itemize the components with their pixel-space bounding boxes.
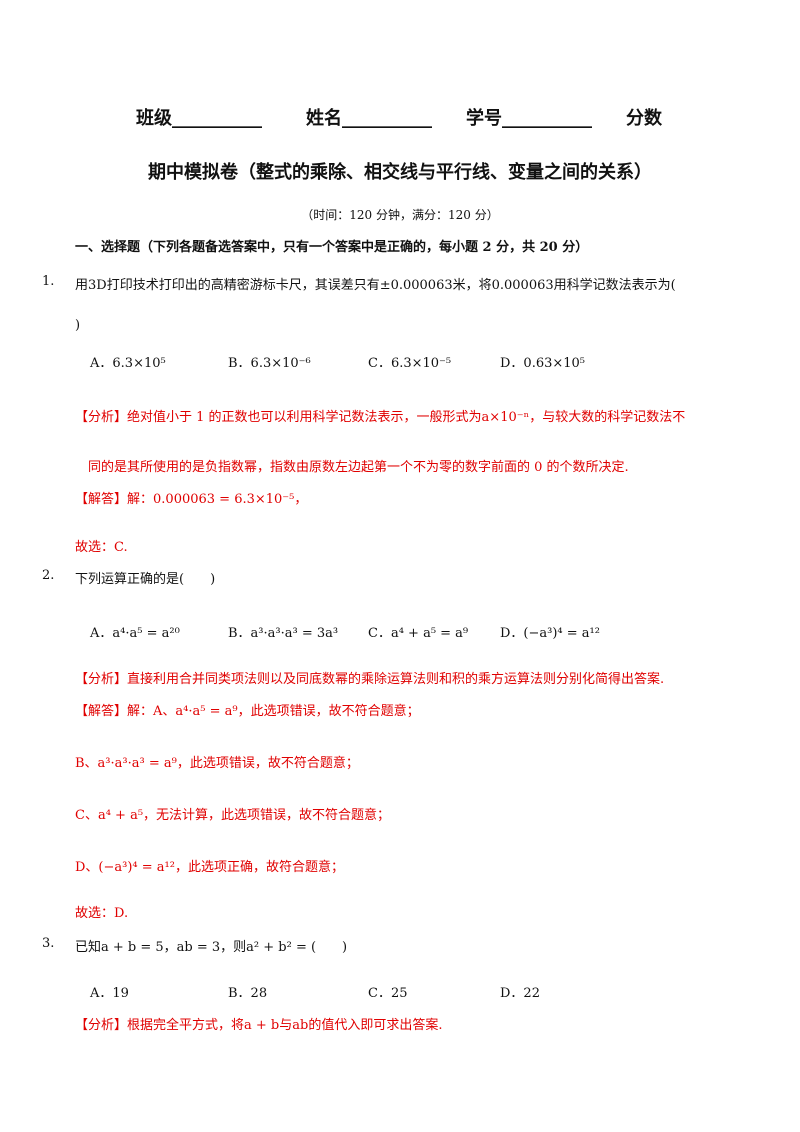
q1-number: 1.: [42, 274, 55, 289]
q2-answer-a: 【解答】解：A、a⁴·a⁵ = a⁹，此选项错误，故不符合题意；: [75, 700, 420, 719]
name-label: 姓名__________: [306, 108, 432, 129]
q1-analysis: 【分析】绝对值小于 1 的正数也可以利用科学记数法表示，一般形式为a×10⁻ⁿ，…: [75, 406, 685, 425]
q2-text: 下列运算正确的是( ): [75, 572, 216, 587]
q3-option-b: B．28: [228, 986, 268, 1001]
q1-option-a: A．6.3×10⁵: [90, 356, 166, 371]
q2-answer-a-text: 解：A、a⁴·a⁵ = a⁹，此选项错误，故不符合题意；: [127, 704, 420, 719]
q1-answer: 【解答】解：0.000063 = 6.3×10⁻⁵，: [75, 488, 307, 507]
q1-text: 用3D打印技术打印出的高精密游标卡尺，其误差只有±0.000063米，将0.00…: [75, 278, 676, 293]
q1-option-b: B．6.3×10⁻⁶: [228, 356, 311, 371]
q1-choice: 故选：C.: [75, 540, 128, 555]
q2-answer-tag: 【解答】: [75, 704, 128, 719]
q1-option-c: C．6.3×10⁻⁵: [368, 356, 452, 371]
q2-option-c: C．a⁴ + a⁵ = a⁹: [368, 626, 469, 641]
q3-option-d: D．22: [500, 986, 540, 1001]
q2-analysis-text: 直接利用合并同类项法则以及同底数幂的乘除运算法则和积的乘方运算法则分别化简得出答…: [127, 672, 665, 687]
q2-analysis-tag: 【分析】: [75, 672, 128, 687]
class-label: 班级__________: [136, 108, 262, 129]
q2-analysis: 【分析】直接利用合并同类项法则以及同底数幂的乘除运算法则和积的乘方运算法则分别化…: [75, 668, 664, 687]
q2-choice: 故选：D.: [75, 906, 129, 921]
q2-option-b: B．a³·a³·a³ = 3a³: [228, 626, 339, 641]
section-heading: 一、选择题（下列各题备选答案中，只有一个答案中是正确的，每小题 2 分，共 20…: [75, 240, 589, 255]
q3-text: 已知a + b = 5，ab = 3，则a² + b² = ( ): [75, 940, 348, 955]
q3-analysis-tag: 【分析】: [75, 1018, 128, 1033]
q1-analysis-text: 绝对值小于 1 的正数也可以利用科学记数法表示，一般形式为a×10⁻ⁿ，与较大数…: [127, 410, 686, 425]
q2-number: 2.: [42, 568, 55, 583]
q3-analysis-text: 根据完全平方式，将a + b与ab的值代入即可求出答案.: [127, 1018, 443, 1033]
exam-title: 期中模拟卷（整式的乘除、相交线与平行线、变量之间的关系）: [148, 162, 652, 183]
q1-answer-tag: 【解答】: [75, 492, 128, 507]
q1-analysis-cont: 同的是其所使用的是负指数幂，指数由原数左边起第一个不为零的数字前面的 0 的个数…: [88, 460, 629, 475]
q3-option-a: A．19: [90, 986, 129, 1001]
q3-number: 3.: [42, 936, 55, 951]
q3-option-c: C．25: [368, 986, 408, 1001]
q2-answer-c: C、a⁴ + a⁵，无法计算，此选项错误，故不符合题意；: [75, 808, 391, 823]
q1-text-cont: ): [75, 318, 81, 333]
q2-answer-b: B、a³·a³·a³ = a⁹，此选项错误，故不符合题意；: [75, 756, 359, 771]
exam-subtitle: （时间：120 分钟，满分：120 分）: [301, 208, 499, 222]
score-label: 分数: [626, 108, 662, 129]
q2-answer-d: D、(−a³)⁴ = a¹²，此选项正确，故符合题意；: [75, 860, 344, 875]
q1-answer-text: 解：0.000063 = 6.3×10⁻⁵，: [127, 492, 308, 507]
q1-analysis-tag: 【分析】: [75, 410, 128, 425]
student-id-label: 学号__________: [466, 108, 592, 129]
q3-analysis: 【分析】根据完全平方式，将a + b与ab的值代入即可求出答案.: [75, 1014, 442, 1033]
q2-option-d: D．(−a³)⁴ = a¹²: [500, 626, 600, 641]
q2-option-a: A．a⁴·a⁵ = a²⁰: [90, 626, 180, 641]
q1-option-d: D．0.63×10⁵: [500, 356, 586, 371]
